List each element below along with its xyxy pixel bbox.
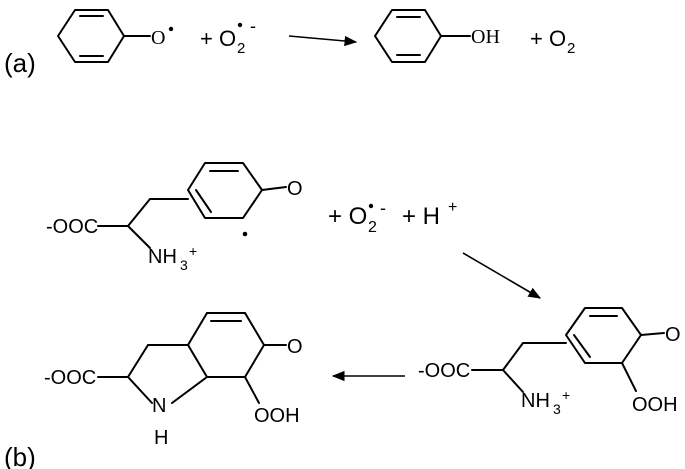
- phenol: OH: [374, 9, 500, 63]
- o2-subscript-product-a: 2: [567, 40, 575, 57]
- intermediate-ketone-o: O: [665, 324, 681, 346]
- o2-charge-b: -: [380, 198, 386, 218]
- reactant-amine-charge: +: [189, 243, 197, 259]
- intermediate-amine: NH: [521, 390, 550, 412]
- panel-label-b: (b): [4, 442, 36, 469]
- intermediate-hydroperoxy: OOH: [632, 394, 678, 416]
- reactant-amine-sub: 3: [180, 257, 188, 273]
- reactant-ketone-o: O: [287, 178, 303, 200]
- plus-oxygen-a: + O: [530, 26, 566, 51]
- product-ring-h: H: [154, 427, 168, 449]
- superoxide-radical-dot: [237, 22, 243, 28]
- phenoxyl-oxygen: O: [151, 27, 165, 49]
- hydroperoxide-intermediate: -OOC NH 3 + O OOH: [418, 307, 681, 417]
- reaction-arrow-a: [288, 35, 358, 47]
- product-ketone-o: O: [287, 336, 303, 358]
- reactant-carboxylate: -OOC: [46, 216, 98, 238]
- product-ring-n: N: [152, 395, 166, 417]
- product-carboxylate: -OOC: [44, 367, 96, 389]
- plus-superoxide-b: + O: [328, 203, 367, 230]
- o2-charge-a: -: [250, 16, 256, 36]
- superoxide-radical-dot-b: [368, 203, 374, 209]
- intermediate-carboxylate: -OOC: [418, 360, 470, 382]
- intermediate-amine-charge: +: [562, 387, 570, 403]
- o2-subscript-a: 2: [237, 40, 245, 57]
- phenoxyl-radical: O: [57, 9, 174, 63]
- o2-subscript-b: 2: [368, 219, 377, 236]
- proton-charge: +: [448, 199, 457, 216]
- intermediate-amine-sub: 3: [553, 401, 561, 417]
- reactant-radical-dot: [242, 231, 248, 237]
- phenol-hydroxyl: OH: [471, 26, 500, 48]
- tyrosyl-radical-reactant: -OOC NH 3 + O: [46, 162, 303, 273]
- reaction-arrow-b1: [462, 252, 542, 299]
- plus-superoxide-a: + O: [200, 26, 236, 51]
- product-hydroperoxy: OOH: [254, 405, 300, 427]
- radical-dot: [168, 26, 174, 32]
- plus-proton: + H: [402, 203, 440, 230]
- bicyclic-hydroperoxide-product: -OOC N H O OOH: [44, 312, 303, 449]
- reactant-amine: NH: [148, 246, 177, 268]
- panel-label-a: (a): [4, 48, 36, 78]
